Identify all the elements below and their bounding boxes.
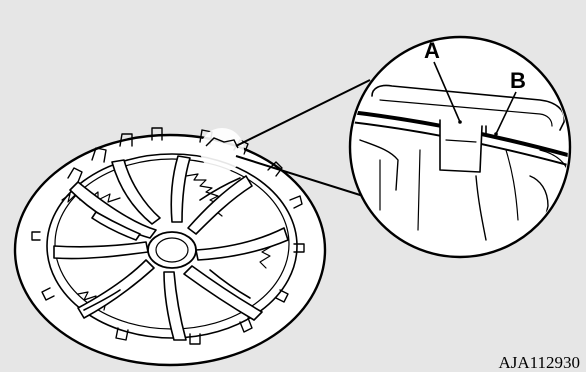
figure-code: AJA112930 bbox=[498, 353, 580, 372]
wheel-cover bbox=[15, 128, 325, 365]
detail-marker bbox=[200, 128, 244, 172]
magnified-detail bbox=[350, 37, 586, 257]
callout-a: A bbox=[424, 38, 440, 63]
callout-b: B bbox=[510, 68, 526, 93]
